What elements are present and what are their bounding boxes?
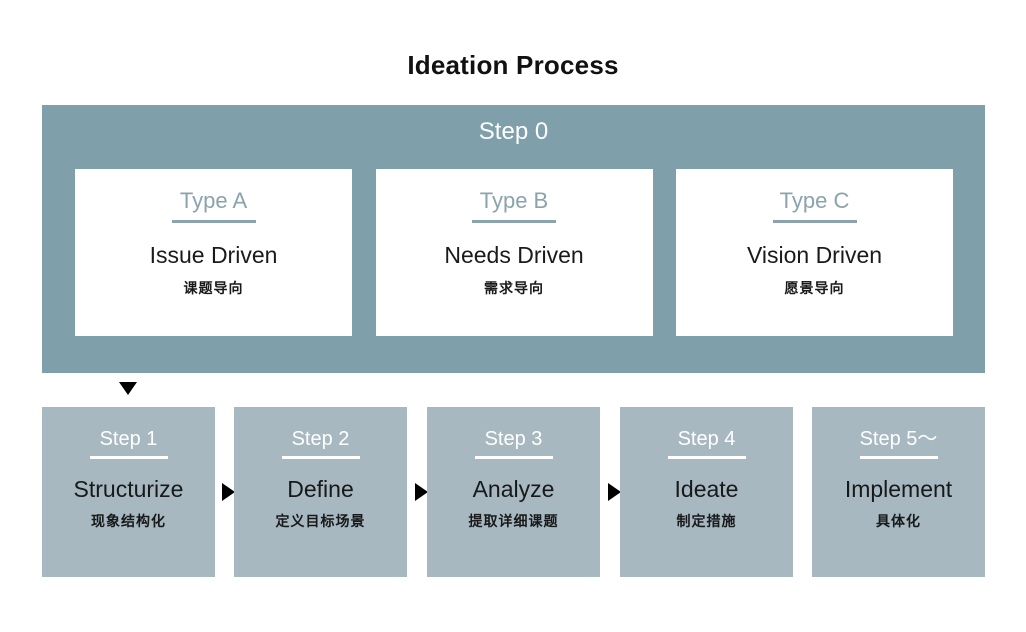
- steps-row: Step 1 Structurize 现象结构化 Step 2 Define 定…: [42, 407, 985, 577]
- step-5-label: Step 5〜: [859, 428, 938, 450]
- step-2-label: Step 2: [291, 428, 350, 450]
- type-b-subtitle: 需求导向: [484, 279, 544, 296]
- step-5-underline: [859, 456, 938, 459]
- step-4-title: Ideate: [674, 476, 739, 502]
- step-4-underline: [667, 456, 746, 459]
- type-a-tag: Type A: [179, 188, 248, 213]
- step-2-underline: [281, 456, 360, 459]
- step-box-5[interactable]: Step 5〜 Implement 具体化: [812, 407, 985, 577]
- right-triangle-icon-3: [608, 483, 621, 501]
- step-3-underline: [474, 456, 553, 459]
- step-2-subtitle: 定义目标场景: [275, 513, 366, 530]
- step-box-3[interactable]: Step 3 Analyze 提取详细课题: [427, 407, 600, 577]
- step-3-subtitle: 提取详细课题: [468, 513, 559, 530]
- type-a-title: Issue Driven: [149, 242, 278, 269]
- type-c-underline: [772, 220, 857, 224]
- right-triangle-icon-2: [415, 483, 428, 501]
- step0-banner: Step 0 Type A Issue Driven 课题导向 Type B N…: [42, 105, 985, 373]
- type-b-underline: [472, 220, 556, 224]
- type-card-b[interactable]: Type B Needs Driven 需求导向: [375, 169, 653, 336]
- type-card-c[interactable]: Type C Vision Driven 愿景导向: [676, 169, 953, 336]
- step-3-label: Step 3: [484, 428, 543, 450]
- step0-label: Step 0: [478, 118, 549, 145]
- down-triangle-icon: [119, 382, 137, 395]
- step-5-subtitle: 具体化: [876, 513, 921, 530]
- type-b-title: Needs Driven: [444, 242, 584, 269]
- step-4-subtitle: 制定措施: [676, 513, 737, 530]
- step-1-subtitle: 现象结构化: [91, 513, 166, 530]
- type-c-title: Vision Driven: [746, 242, 883, 269]
- step-box-4[interactable]: Step 4 Ideate 制定措施: [620, 407, 793, 577]
- type-b-tag: Type B: [479, 188, 549, 213]
- step-1-underline: [89, 456, 168, 459]
- type-card-group: Type A Issue Driven 课题导向 Type B Needs Dr…: [75, 169, 953, 336]
- step-3-title: Analyze: [472, 476, 555, 502]
- step-box-2[interactable]: Step 2 Define 定义目标场景: [234, 407, 407, 577]
- step-box-1[interactable]: Step 1 Structurize 现象结构化: [42, 407, 215, 577]
- type-c-subtitle: 愿景导向: [784, 279, 845, 296]
- type-card-a[interactable]: Type A Issue Driven 课题导向: [75, 169, 352, 336]
- step-1-label: Step 1: [99, 428, 158, 450]
- right-triangle-icon-1: [222, 483, 235, 501]
- step-5-title: Implement: [844, 476, 953, 502]
- step-2-title: Define: [287, 476, 354, 502]
- type-a-subtitle: 课题导向: [183, 279, 244, 296]
- step-4-label: Step 4: [677, 428, 736, 450]
- type-a-underline: [171, 220, 256, 224]
- page-title: Ideation Process: [407, 50, 619, 80]
- type-c-tag: Type C: [779, 188, 850, 213]
- step-1-title: Structurize: [73, 476, 184, 502]
